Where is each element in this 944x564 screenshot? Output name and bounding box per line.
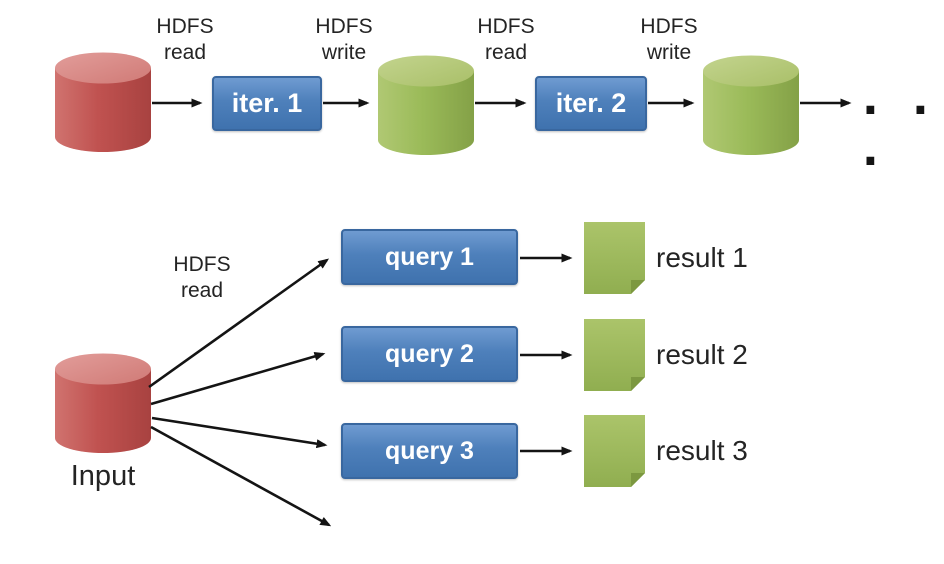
iter2-box: iter. 2 bbox=[535, 76, 647, 131]
iter2-label: iter. 2 bbox=[555, 88, 627, 118]
result2-note bbox=[584, 319, 645, 391]
query2-box: query 2 bbox=[341, 326, 518, 382]
query3-box: query 3 bbox=[341, 423, 518, 479]
hdfs-read-label-1: HDFS read bbox=[156, 15, 214, 64]
query1-box: query 1 bbox=[341, 229, 518, 285]
query2-label: query 2 bbox=[385, 339, 474, 368]
query3-label: query 3 bbox=[385, 436, 474, 465]
ellipsis-dots: . . . bbox=[862, 74, 938, 176]
hdfs-write-label-2: HDFS write bbox=[640, 15, 698, 64]
hdfs-read-label-2: HDFS read bbox=[477, 15, 535, 64]
result3-note bbox=[584, 415, 645, 487]
result2-label: result 2 bbox=[656, 339, 748, 370]
result3-label: result 3 bbox=[656, 435, 748, 466]
arrow-input-to-query3 bbox=[151, 416, 328, 449]
arrow-input-overflow bbox=[150, 425, 332, 527]
result1-label: result 1 bbox=[656, 242, 748, 273]
hdfs-output-cylinder-2 bbox=[703, 55, 799, 155]
iter1-label: iter. 1 bbox=[231, 88, 303, 118]
query1-label: query 1 bbox=[385, 242, 474, 271]
hdfs-source-cylinder bbox=[55, 52, 151, 152]
iter1-box: iter. 1 bbox=[212, 76, 322, 131]
input-cylinder bbox=[55, 353, 151, 453]
input-label: Input bbox=[70, 460, 136, 492]
result1-note bbox=[584, 222, 645, 294]
hdfs-write-label-1: HDFS write bbox=[315, 15, 373, 64]
hdfs-read-label-bottom: HDFS read bbox=[173, 253, 231, 302]
arrow-input-to-query2 bbox=[150, 352, 326, 406]
hdfs-output-cylinder-1 bbox=[378, 55, 474, 155]
